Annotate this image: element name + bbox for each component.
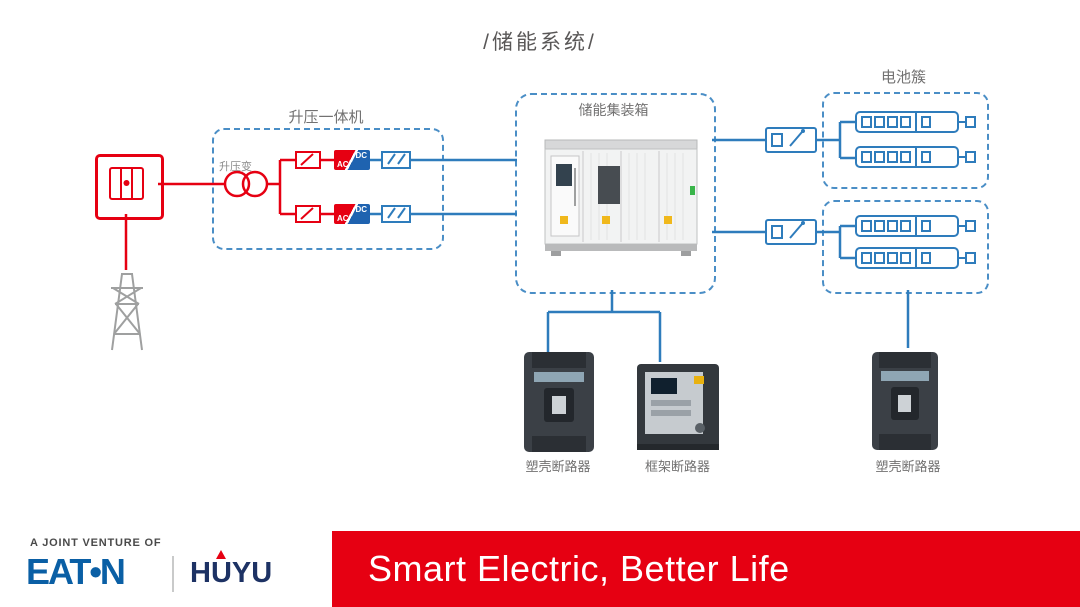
grid-source-box <box>95 154 164 220</box>
transformer-label: 升压变 <box>219 161 252 173</box>
dc-label: DC <box>355 151 367 160</box>
battery-rack <box>855 215 976 237</box>
eaton-logo: EAT•N <box>26 551 126 592</box>
battery-rack <box>855 247 976 269</box>
blue-connectors <box>370 120 910 362</box>
pcs-group-box <box>212 128 444 250</box>
power-tower-icon <box>111 273 143 351</box>
battery-rack <box>855 146 976 168</box>
container-label: 储能集装箱 <box>578 102 649 118</box>
ac-label: AC <box>337 214 349 223</box>
pcs-input-breaker-icons <box>295 151 321 223</box>
joint-venture-text: A JOINT VENTURE OF <box>30 537 162 549</box>
slogan-banner: Smart Electric, Better Life <box>332 531 1080 607</box>
dc-label: DC <box>355 205 367 214</box>
product-label-acb: 框架断路器 <box>644 459 710 474</box>
slogan-text: Smart Electric, Better Life <box>368 548 790 589</box>
container-group-box <box>515 93 716 294</box>
dc-switch-icons <box>381 151 411 223</box>
logo-divider <box>172 556 174 592</box>
huyu-logo: HUYU <box>190 557 273 589</box>
pcs-box-label: 升压一体机 <box>288 109 364 126</box>
product-label-mccb-1: 塑壳断路器 <box>525 459 591 474</box>
cluster-breaker-2 <box>765 219 817 245</box>
huyu-accent-icon <box>216 550 226 559</box>
red-connectors <box>124 158 334 270</box>
product-mccb-2 <box>872 352 938 450</box>
product-mccb-1 <box>524 352 594 452</box>
diagram-title: /储能系统/ <box>483 31 597 54</box>
battery-cluster-label: 电池簇 <box>880 69 926 86</box>
transformer-icon <box>223 170 269 198</box>
container-illustration <box>544 139 698 256</box>
acdc-converter-2: AC DC <box>334 204 370 224</box>
battery-rack <box>855 111 976 133</box>
acdc-converter-1: AC DC <box>334 150 370 170</box>
ac-label: AC <box>337 160 349 169</box>
grid-icon <box>109 167 144 200</box>
cluster-breaker-1 <box>765 127 817 153</box>
product-acb <box>637 364 719 450</box>
battery-cluster-box-2 <box>822 200 989 294</box>
product-label-mccb-2: 塑壳断路器 <box>875 459 941 474</box>
